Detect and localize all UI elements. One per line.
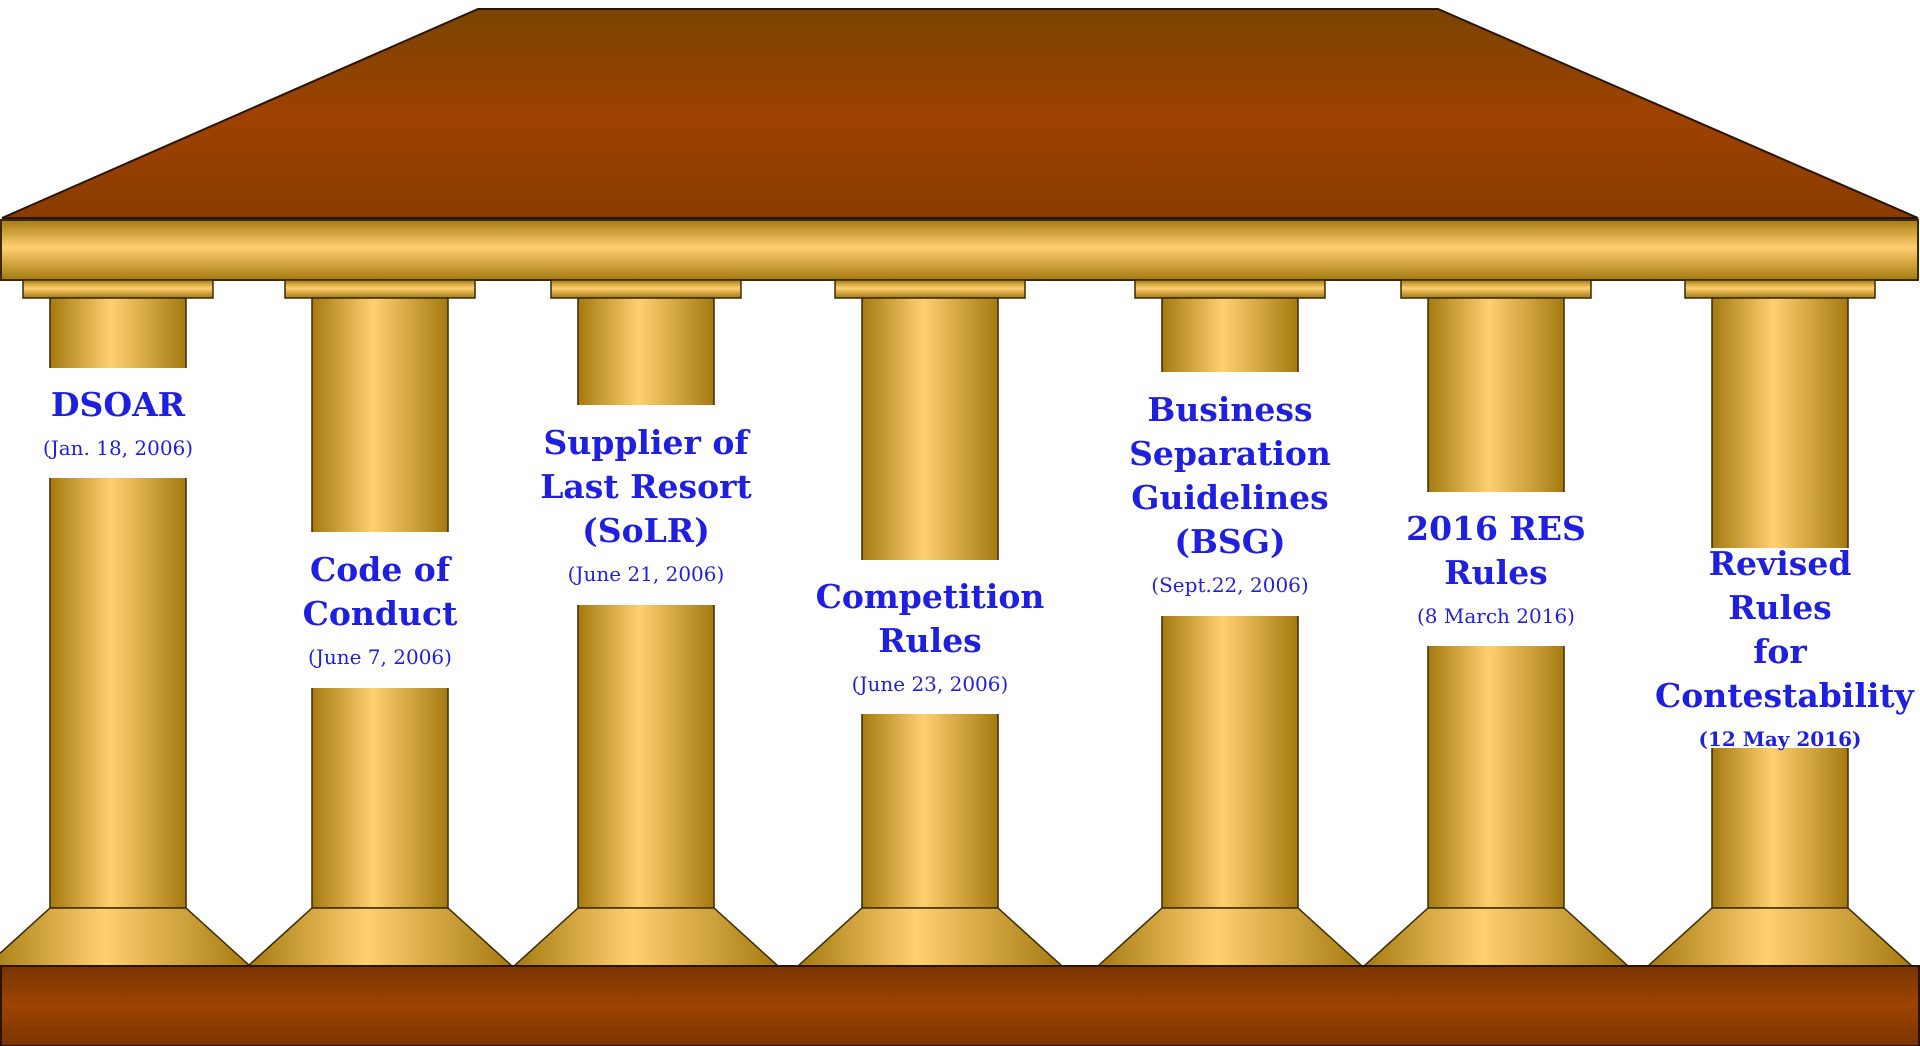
pillar-date: (Sept.22, 2006) <box>1151 573 1309 597</box>
pillar-3 <box>512 279 780 967</box>
pillar-date: (Jan. 18, 2006) <box>42 436 194 460</box>
pillar-capital <box>834 279 1026 299</box>
pillar-label-1: DSOAR (Jan. 18, 2006) <box>18 368 218 478</box>
pillar-label-4: Competition Rules (June 23, 2006) <box>815 560 1045 714</box>
pillar-date: (June 21, 2006) <box>567 562 725 586</box>
roof <box>1 8 1919 219</box>
pillar-capital <box>1400 279 1592 299</box>
pillar-label-7: Revised Rules for Contestability (12 May … <box>1655 544 1914 751</box>
pillar-base <box>0 907 252 967</box>
pillar-base <box>512 907 780 967</box>
pillar-capital <box>284 279 476 299</box>
pillar-title: 2016 RES Rules <box>1406 509 1586 592</box>
pillar-label-3: Supplier of Last Resort (SoLR) (June 21, … <box>526 405 766 605</box>
pillar-title: Business Separation Guidelines (BSG) <box>1129 390 1331 561</box>
pillar-date: (June 23, 2006) <box>851 672 1009 696</box>
pillar-base <box>1362 907 1630 967</box>
entablature-beam <box>0 219 1919 281</box>
pillar-title: Competition Rules <box>815 577 1045 660</box>
pillar-date: (June 7, 2006) <box>308 645 452 669</box>
temple-base <box>0 965 1920 1046</box>
pillar-title: Code of Conduct <box>302 550 458 633</box>
pillar-title: DSOAR <box>50 385 186 424</box>
pillar-base <box>1096 907 1364 967</box>
pillar-base <box>796 907 1064 967</box>
pillar-date: (8 March 2016) <box>1417 604 1575 628</box>
pillar-title: Revised Rules for Contestability <box>1655 544 1914 715</box>
pillar-date: (12 May 2016) <box>1698 727 1862 751</box>
pillar-base <box>1646 907 1914 967</box>
pillar-label-5: Business Separation Guidelines (BSG) (Sep… <box>1115 372 1345 616</box>
pillar-label-6: 2016 RES Rules (8 March 2016) <box>1396 492 1596 646</box>
pillar-capital <box>1684 279 1876 299</box>
pillar-capital <box>22 279 214 299</box>
pillar-label-2: Code of Conduct (June 7, 2006) <box>280 532 480 688</box>
pillar-base <box>246 907 514 967</box>
pillar-capital <box>1134 279 1326 299</box>
pillar-capital <box>550 279 742 299</box>
pillar-title: Supplier of Last Resort (SoLR) <box>540 423 752 550</box>
